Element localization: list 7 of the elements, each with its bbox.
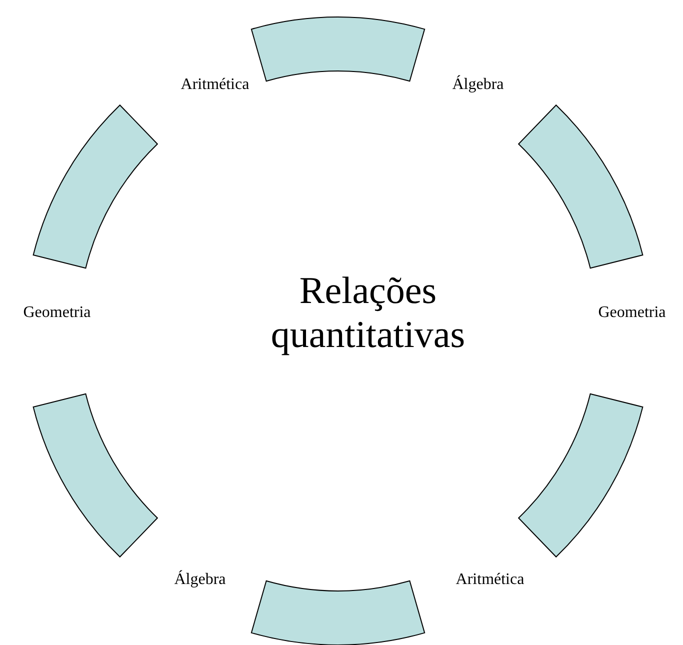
segment-label: Aritmética	[456, 570, 524, 590]
center-title: Relações quantitativas	[270, 269, 466, 357]
segment-label: Geometria	[23, 303, 91, 323]
segment-label: Álgebra	[174, 570, 226, 590]
segment-label: Álgebra	[452, 75, 504, 95]
segment-label: Geometria	[598, 303, 666, 323]
segment-label: Aritmética	[180, 75, 250, 95]
